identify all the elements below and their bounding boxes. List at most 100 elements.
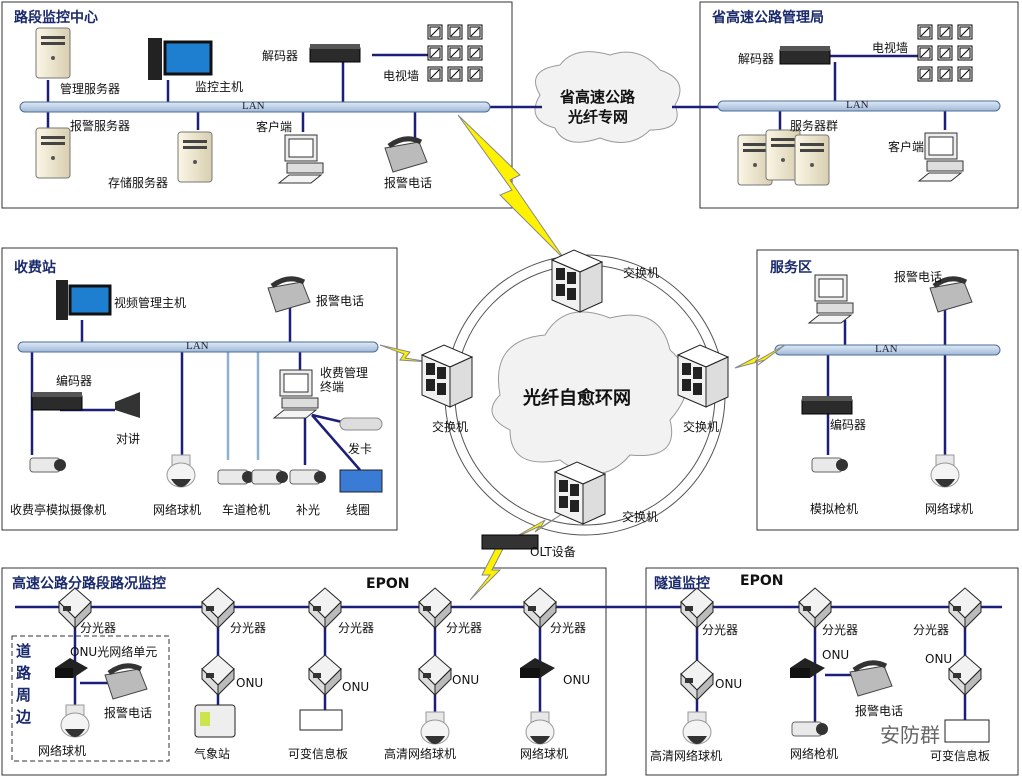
label: 网络球机 xyxy=(153,503,202,517)
label: 报警电话 xyxy=(855,704,904,718)
lan-bar-province xyxy=(717,100,1001,112)
lan-label: LAN xyxy=(242,100,265,112)
toll-terminal-icon xyxy=(273,369,319,419)
roadside-group-border xyxy=(11,635,170,762)
panel-title-center: 路段监控中心 xyxy=(14,10,98,26)
label: 高清网络球机 xyxy=(650,749,723,763)
label: 报警服务器 xyxy=(70,119,131,133)
label: 电视墙 xyxy=(383,69,420,83)
label: 高清网络球机 xyxy=(384,747,457,761)
label: 服务器群 xyxy=(790,119,839,133)
decoder-icon xyxy=(779,45,831,65)
panel-service xyxy=(756,249,1019,531)
label: 车道枪机 xyxy=(222,503,271,517)
switch-label: 交换机 xyxy=(432,420,469,434)
onu-icons xyxy=(55,654,982,701)
switch-icon-left xyxy=(421,344,473,408)
watermark: 安防群 xyxy=(880,723,940,747)
panel-title-province: 省高速公路管理局 xyxy=(712,10,824,26)
encoder-icon xyxy=(801,395,853,415)
label: 电视墙 xyxy=(872,41,909,55)
monitor-screen-icon xyxy=(163,40,213,76)
label: 监控主机 xyxy=(195,80,244,94)
splitter-label: 分光器 xyxy=(913,623,950,637)
panel-title-service: 服务区 xyxy=(770,260,812,276)
splitter-label: 分光器 xyxy=(446,621,483,635)
onu-label: ONU xyxy=(236,676,264,690)
label: 补光 xyxy=(296,503,321,517)
label: 收费亭模拟摄像机 xyxy=(10,503,107,517)
switch-label: 交换机 xyxy=(683,420,720,434)
booth-camera-icon xyxy=(29,457,67,473)
analog-gun-camera-icon xyxy=(811,457,849,473)
panel-center xyxy=(1,1,513,209)
panel-title-road: 高速公路分路段路况监控 xyxy=(12,576,166,592)
switch-label: 交换机 xyxy=(622,510,659,524)
panel-road xyxy=(1,567,607,776)
label: 报警电话 xyxy=(316,294,365,308)
label: 网络球机 xyxy=(38,744,87,758)
variable-sign-icon xyxy=(299,709,343,731)
label: 网络枪机 xyxy=(790,747,839,761)
switch-icon-right xyxy=(677,344,729,408)
cloud-private-label-1: 省高速公路 xyxy=(560,88,636,106)
label: 管理服务器 xyxy=(60,82,121,96)
hd-dome-camera-icon xyxy=(420,711,450,745)
alarm-server-icon xyxy=(35,127,71,179)
storage-server-icon xyxy=(177,131,213,183)
splitter-label: 分光器 xyxy=(230,621,267,635)
label: 客户端 xyxy=(888,140,925,154)
alarm-phone-icon xyxy=(385,139,427,172)
label: 气象站 xyxy=(194,747,231,761)
cloud-ring xyxy=(491,311,688,475)
label: 编码器 xyxy=(830,418,867,432)
label: 报警电话 xyxy=(104,706,153,720)
lan-label: LAN xyxy=(875,343,898,355)
lan-label: LAN xyxy=(846,99,869,111)
client-pc-icon xyxy=(278,134,324,184)
service-pc-icon xyxy=(808,274,854,324)
splitter-label: 分光器 xyxy=(338,621,375,635)
label: 视频管理主机 xyxy=(114,296,187,310)
onu-label: ONU xyxy=(822,648,850,662)
alarm-phone-icon xyxy=(850,663,892,696)
video-host-icon xyxy=(56,280,68,320)
cloud-private-label-2: 光纤专网 xyxy=(568,108,629,126)
tv-wall-icon xyxy=(917,24,973,82)
splitter-label: 分光器 xyxy=(80,621,117,635)
splitter-label: 分光器 xyxy=(702,623,739,637)
dome-camera-icon xyxy=(60,704,90,738)
onu-label: ONU xyxy=(715,677,743,691)
management-server-icon xyxy=(35,27,71,79)
panel-tunnel xyxy=(645,567,1019,776)
tv-wall-icon xyxy=(427,24,483,82)
epon-label: EPON xyxy=(740,573,784,589)
alarm-phone-icon xyxy=(105,666,147,699)
variable-sign-icon xyxy=(944,719,990,743)
olt-label: OLT设备 xyxy=(530,545,576,559)
switch-icon-top xyxy=(551,249,603,313)
label: 编码器 xyxy=(56,374,93,388)
lane-camera-icon xyxy=(217,469,255,485)
ring-title: 光纤自愈环网 xyxy=(523,388,631,409)
label: 报警电话 xyxy=(384,176,433,190)
card-issuer-icon xyxy=(339,417,383,431)
label: 解码器 xyxy=(738,52,775,66)
panel-title-toll: 收费站 xyxy=(14,260,56,276)
onu-label: ONU xyxy=(563,673,591,687)
alarm-phone-icon xyxy=(268,279,310,312)
label: 解码器 xyxy=(262,49,299,63)
roadside-label: 道路周边 xyxy=(16,642,32,726)
dome-camera-icon xyxy=(930,454,960,488)
label: 客户端 xyxy=(256,120,293,134)
label: 发卡 xyxy=(348,442,373,456)
label: 网络球机 xyxy=(925,502,974,516)
hd-dome-camera-icon xyxy=(682,711,712,745)
dome-camera-icon xyxy=(166,454,196,488)
label: 线圈 xyxy=(346,503,371,517)
network-gun-camera-icon xyxy=(791,721,829,737)
panel-title-tunnel: 隧道监控 xyxy=(654,576,710,592)
server-cluster-icon xyxy=(737,129,830,186)
